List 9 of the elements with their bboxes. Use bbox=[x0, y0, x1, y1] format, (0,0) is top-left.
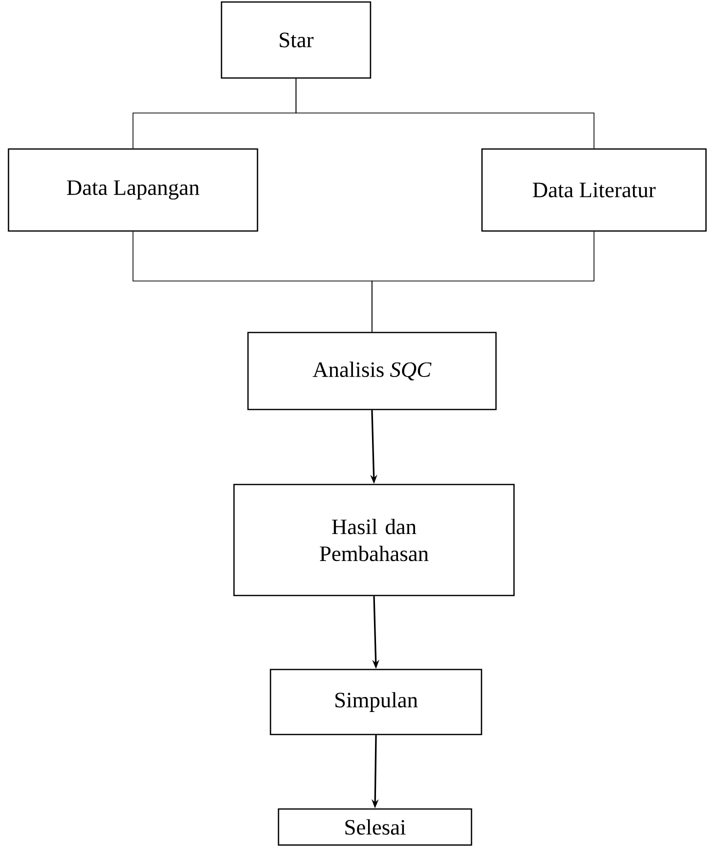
process-box: Star bbox=[220, 1, 372, 79]
process-box: Hasil dan Pembahasan bbox=[233, 484, 515, 596]
process-box: Analisis SQC bbox=[247, 332, 497, 410]
connector-line bbox=[372, 231, 594, 332]
connector-line bbox=[296, 78, 594, 149]
process-box: Selesai bbox=[278, 808, 472, 846]
process-box: Simpulan bbox=[270, 668, 482, 736]
process-box: Data Lapangan bbox=[8, 148, 258, 232]
process-box: Data Literatur bbox=[481, 148, 707, 232]
